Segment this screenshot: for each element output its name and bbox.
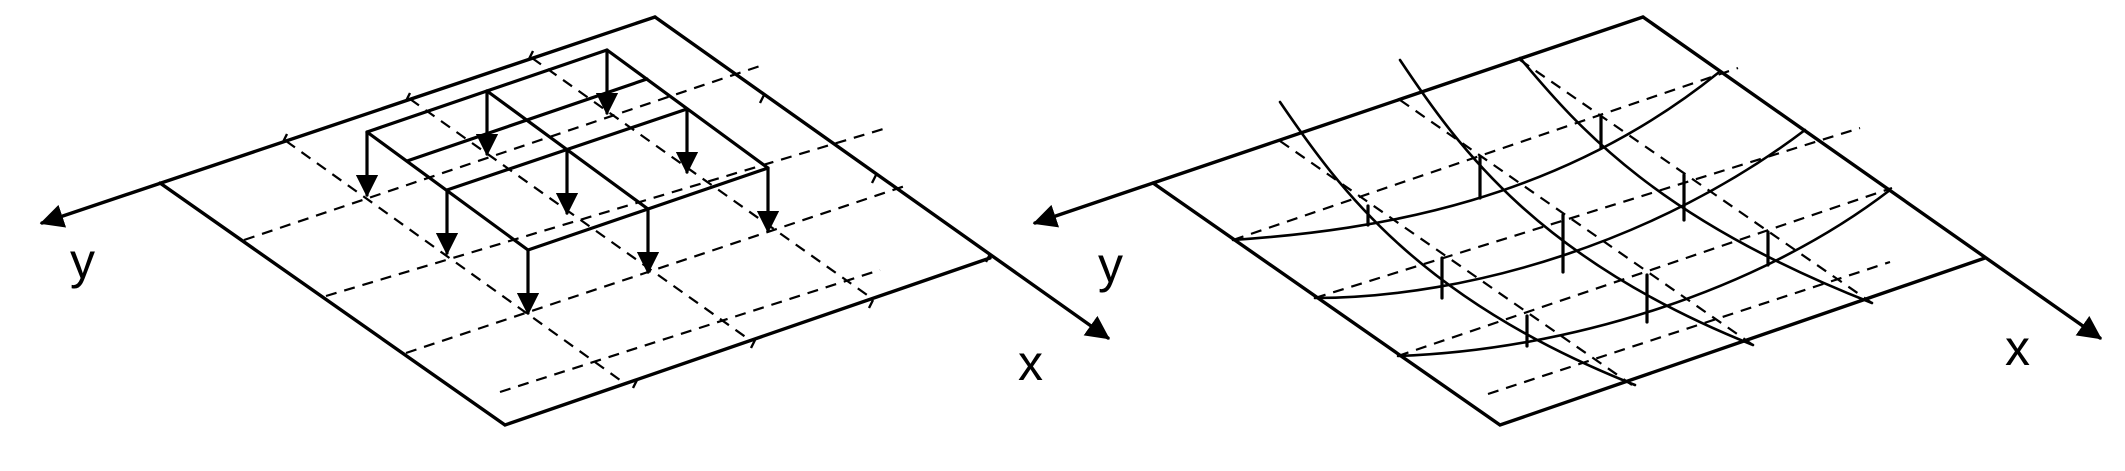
- deflection-curves-y: [1278, 56, 1874, 387]
- plate-edge-front-2: [1151, 181, 1987, 427]
- y-axis-label-2: y: [1098, 237, 1123, 293]
- y-axis: [39, 15, 657, 228]
- edge-ticks: [281, 50, 992, 389]
- deflection-markers: [1366, 115, 1770, 348]
- y-axis-2: [1032, 15, 1645, 228]
- x-axis-label-2: x: [2005, 320, 2030, 376]
- y-axis-label: y: [70, 233, 95, 289]
- load-panel: y x: [39, 15, 1110, 427]
- x-axis-label: x: [1018, 335, 1043, 391]
- plate-edge-front: [158, 181, 992, 427]
- load-arrows: [355, 48, 780, 316]
- x-axis-2: [1641, 15, 2102, 340]
- plate-grid: [243, 57, 906, 394]
- x-axis: [653, 15, 1110, 340]
- deflection-panel: y x: [1032, 15, 2102, 427]
